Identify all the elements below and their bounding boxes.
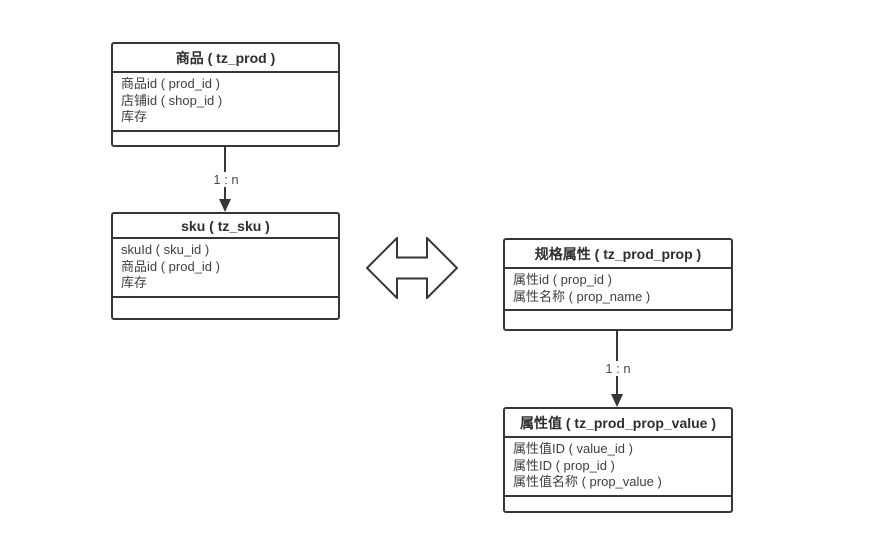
field-shop-id: 店铺id ( shop_id ) [121,92,223,108]
field-prop-value-name: 属性值名称 ( prop_value ) [513,474,662,489]
entity-prod-prop: 规格属性 ( tz_prod_prop ) 属性id ( prop_id ) 属… [503,238,733,331]
field-value-prop-id: 属性ID ( prop_id ) [513,457,615,473]
entity-sku-empty-section [113,298,338,320]
arrow-down-icon [219,199,231,212]
entity-prop-value: 属性值 ( tz_prod_prop_value ) 属性值ID ( value… [503,407,733,513]
entity-sku-title: sku ( tz_sku ) [113,214,338,239]
entity-prod-prop-title: 规格属性 ( tz_prod_prop ) [505,240,731,269]
field-prod-id: 商品id ( prod_id ) [121,76,220,91]
entity-sku-fields: skuId ( sku_id ) 商品id ( prod_id ) 库存 [113,239,338,298]
field-prop-name: 属性名称 ( prop_name ) [513,288,651,304]
field-sku-id: skuId ( sku_id ) [121,242,210,257]
entity-prop-value-empty-section [505,497,731,519]
double-arrow-icon [366,237,458,299]
entity-prod-prop-empty-section [505,311,731,333]
relation-label-prod-sku: 1 : n [210,172,242,187]
entity-prod-title: 商品 ( tz_prod ) [113,44,338,73]
entity-prop-value-title: 属性值 ( tz_prod_prop_value ) [505,409,731,438]
entity-prop-value-fields: 属性值ID ( value_id ) 属性ID ( prop_id ) 属性值名… [505,438,731,497]
arrow-down-icon [611,394,623,407]
field-value-id: 属性值ID ( value_id ) [513,441,633,456]
entity-prod: 商品 ( tz_prod ) 商品id ( prod_id ) 店铺id ( s… [111,42,340,147]
entity-prod-prop-fields: 属性id ( prop_id ) 属性名称 ( prop_name ) [505,269,731,311]
field-sku-prod-id: 商品id ( prod_id ) [121,258,220,274]
field-sku-stock: 库存 [121,275,148,290]
relation-label-prop-value: 1 : n [602,361,634,376]
field-prod-stock: 库存 [121,109,148,124]
entity-prod-fields: 商品id ( prod_id ) 店铺id ( shop_id ) 库存 [113,73,338,132]
field-prop-id: 属性id ( prop_id ) [513,272,612,287]
entity-sku: sku ( tz_sku ) skuId ( sku_id ) 商品id ( p… [111,212,340,320]
